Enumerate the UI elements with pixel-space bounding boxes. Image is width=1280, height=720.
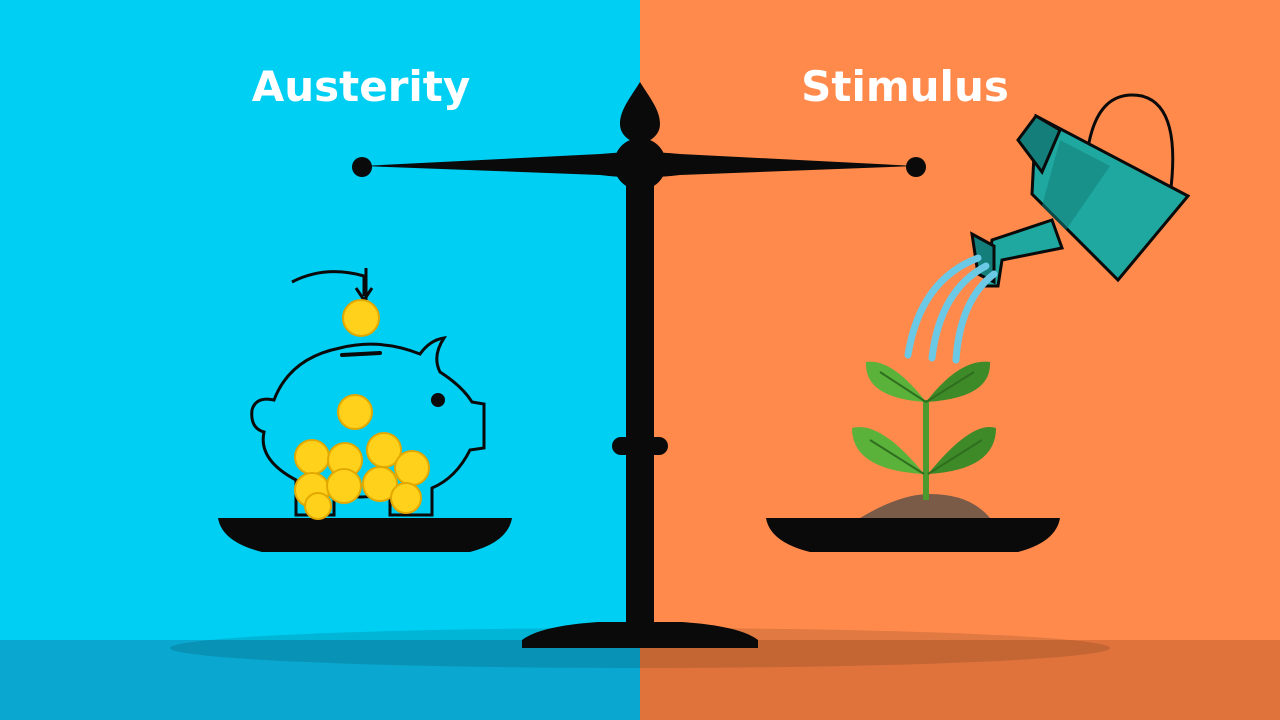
piggy-bank-icon: [250, 268, 486, 520]
piggy-body: [250, 336, 486, 517]
coin: [294, 439, 330, 475]
leaf-vein: [869, 371, 983, 475]
coin-stack: [294, 394, 430, 520]
watering-can-icon: [970, 93, 1191, 288]
floor: [0, 640, 1280, 720]
piggy-eye: [431, 393, 445, 407]
pillar-collar: [612, 437, 668, 455]
soil-mound: [860, 494, 990, 518]
coin-drop-arrow: [291, 270, 366, 296]
coin: [390, 482, 422, 514]
scale-base: [522, 622, 758, 648]
balance-scale-icon: [218, 82, 1060, 648]
stimulus-title: Stimulus: [801, 62, 1009, 111]
austerity-panel: [0, 0, 640, 720]
sprouting-plant-icon: [852, 361, 996, 518]
pan-right: [766, 518, 1060, 552]
can-lid: [1016, 114, 1062, 175]
scale-finial: [620, 82, 660, 142]
coin-slot: [340, 351, 382, 357]
water-stream-icon: [904, 254, 998, 364]
pan-left: [218, 518, 512, 552]
coin: [394, 450, 430, 486]
beam-end-right: [906, 157, 926, 177]
austerity-title: Austerity: [251, 62, 471, 111]
falling-coin: [342, 299, 380, 337]
beam-end-left: [352, 157, 372, 177]
water-stream: [952, 270, 998, 364]
water-stream: [904, 254, 982, 359]
coin: [304, 492, 332, 520]
scale-pillar: [626, 170, 654, 630]
stimulus-panel: [640, 0, 1280, 720]
can-band: [1042, 140, 1110, 230]
water-stream: [928, 262, 990, 362]
coin: [337, 394, 373, 430]
coin: [362, 466, 398, 502]
coin: [326, 468, 362, 504]
can-spout: [984, 218, 1064, 288]
can-handle: [1086, 93, 1175, 197]
